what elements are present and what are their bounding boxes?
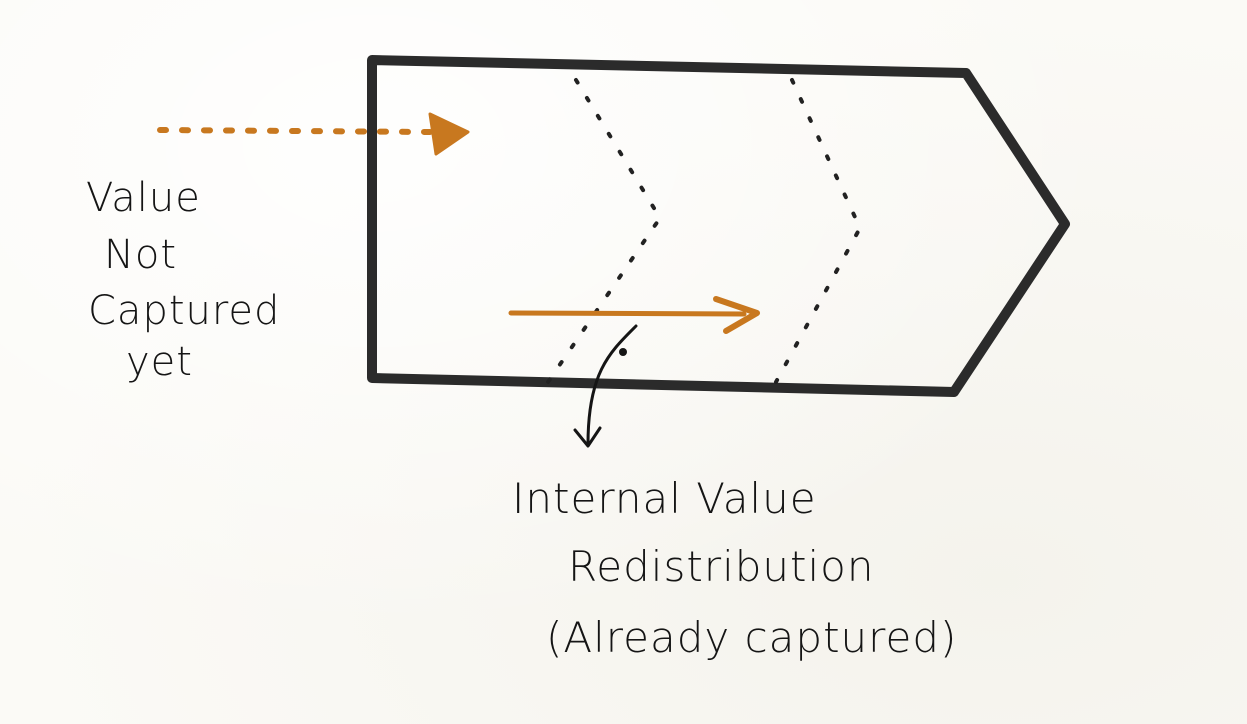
pointer-arrowhead bbox=[573, 426, 602, 448]
incoming-value-arrowhead bbox=[428, 112, 470, 156]
value-not-captured-line-3: Captured bbox=[88, 288, 281, 334]
redistribution-line-1: Internal Value bbox=[512, 474, 817, 523]
chevron-divider-1 bbox=[546, 78, 663, 384]
pointer-arrow bbox=[573, 324, 638, 448]
pointer-arrow-line bbox=[586, 324, 638, 446]
internal-value-arrow bbox=[508, 296, 760, 334]
internal-value-arrow-shaft bbox=[508, 310, 747, 317]
internal-value-arrowhead bbox=[713, 296, 760, 334]
value-chain-box bbox=[367, 55, 1070, 397]
incoming-value-arrow bbox=[157, 112, 470, 156]
value-not-captured-line-2: Not bbox=[104, 232, 178, 278]
value-not-captured-line-1: Value bbox=[86, 175, 201, 221]
chevron-divider-2 bbox=[774, 78, 863, 384]
pointer-origin-dot bbox=[619, 348, 627, 356]
value-not-captured-line-4: yet bbox=[126, 339, 193, 385]
incoming-value-arrow-shaft bbox=[157, 127, 435, 135]
redistribution-line-3: (Already captured) bbox=[546, 613, 958, 662]
redistribution-line-2: Redistribution bbox=[568, 542, 875, 591]
